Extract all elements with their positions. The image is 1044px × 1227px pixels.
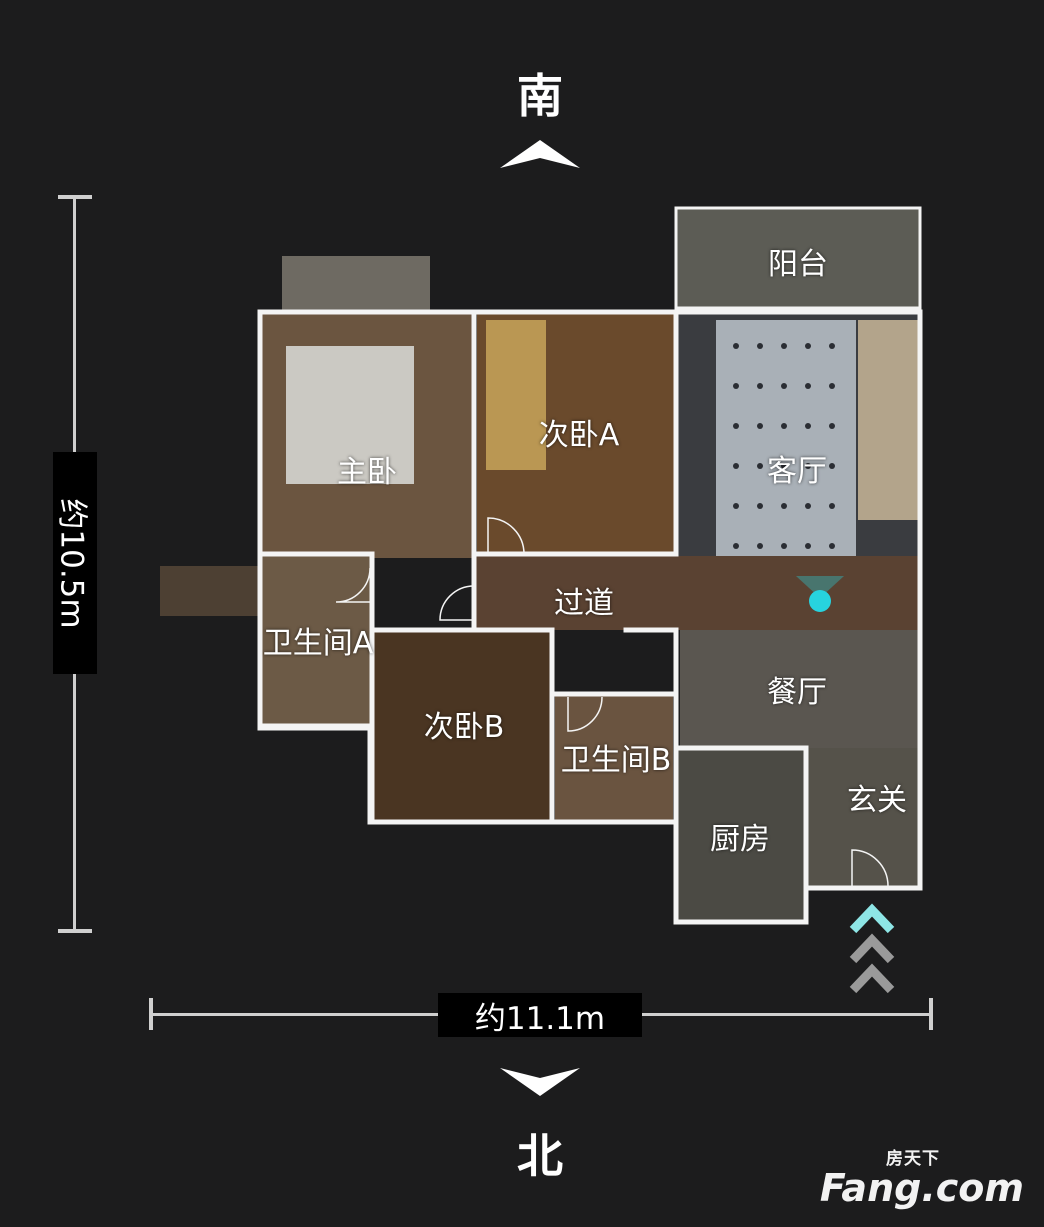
door-bedroom-a xyxy=(487,517,525,555)
kitchen-area xyxy=(676,750,806,922)
bedroom-b-area xyxy=(372,630,552,820)
room-label-corridor: 过道 xyxy=(554,586,614,621)
living-rug xyxy=(716,320,856,556)
width-dimension-cap-left xyxy=(149,998,153,1030)
current-position-marker-icon[interactable] xyxy=(790,572,850,620)
bathroom-a-area xyxy=(262,556,372,726)
width-dimension-cap-right xyxy=(929,998,933,1030)
room-label-bedroom-b: 次卧B xyxy=(423,710,505,745)
fang-watermark-logo: 房天下 Fang.com xyxy=(819,1149,1024,1210)
room-label-kitchen: 厨房 xyxy=(710,822,770,857)
room-label-balcony: 阳台 xyxy=(768,247,828,282)
room-label-bathroom-a: 卫生间A xyxy=(262,626,374,661)
entrance-area xyxy=(806,748,920,886)
bedroom-a-shelf xyxy=(486,320,546,470)
room-label-bathroom-b: 卫生间B xyxy=(560,743,672,778)
north-up-arrow-icon xyxy=(500,140,580,168)
balcony-area xyxy=(676,208,920,311)
entry-direction-arrow-icon xyxy=(849,903,895,994)
door-bathroom-b xyxy=(567,696,603,732)
bathroom-b-area xyxy=(555,695,673,820)
corridor-area xyxy=(475,556,918,630)
compass-south-label: 南 xyxy=(517,69,563,123)
height-dimension-cap-top xyxy=(58,195,92,199)
height-dimension-cap-bottom xyxy=(58,929,92,933)
room-label-bedroom-a: 次卧A xyxy=(538,418,620,453)
door-entrance xyxy=(851,849,889,887)
outside-texture-north xyxy=(282,256,430,312)
dining-area xyxy=(680,630,920,748)
balcony-wall xyxy=(674,206,922,310)
living-sofa xyxy=(858,320,918,520)
room-label-entrance: 玄关 xyxy=(847,783,907,818)
compass-north-label: 北 xyxy=(517,1129,563,1183)
height-dimension-label: 约10.5m xyxy=(53,452,97,674)
room-label-master: 主卧 xyxy=(337,455,397,490)
door-master xyxy=(439,585,475,621)
room-label-dining: 餐厅 xyxy=(767,675,827,710)
room-label-living: 客厅 xyxy=(767,454,827,489)
outside-texture-west xyxy=(160,566,260,616)
master-bed xyxy=(286,346,414,484)
door-bathroom-a xyxy=(335,567,371,603)
width-dimension-label: 约11.1m xyxy=(438,993,642,1037)
south-down-arrow-icon xyxy=(500,1068,580,1096)
